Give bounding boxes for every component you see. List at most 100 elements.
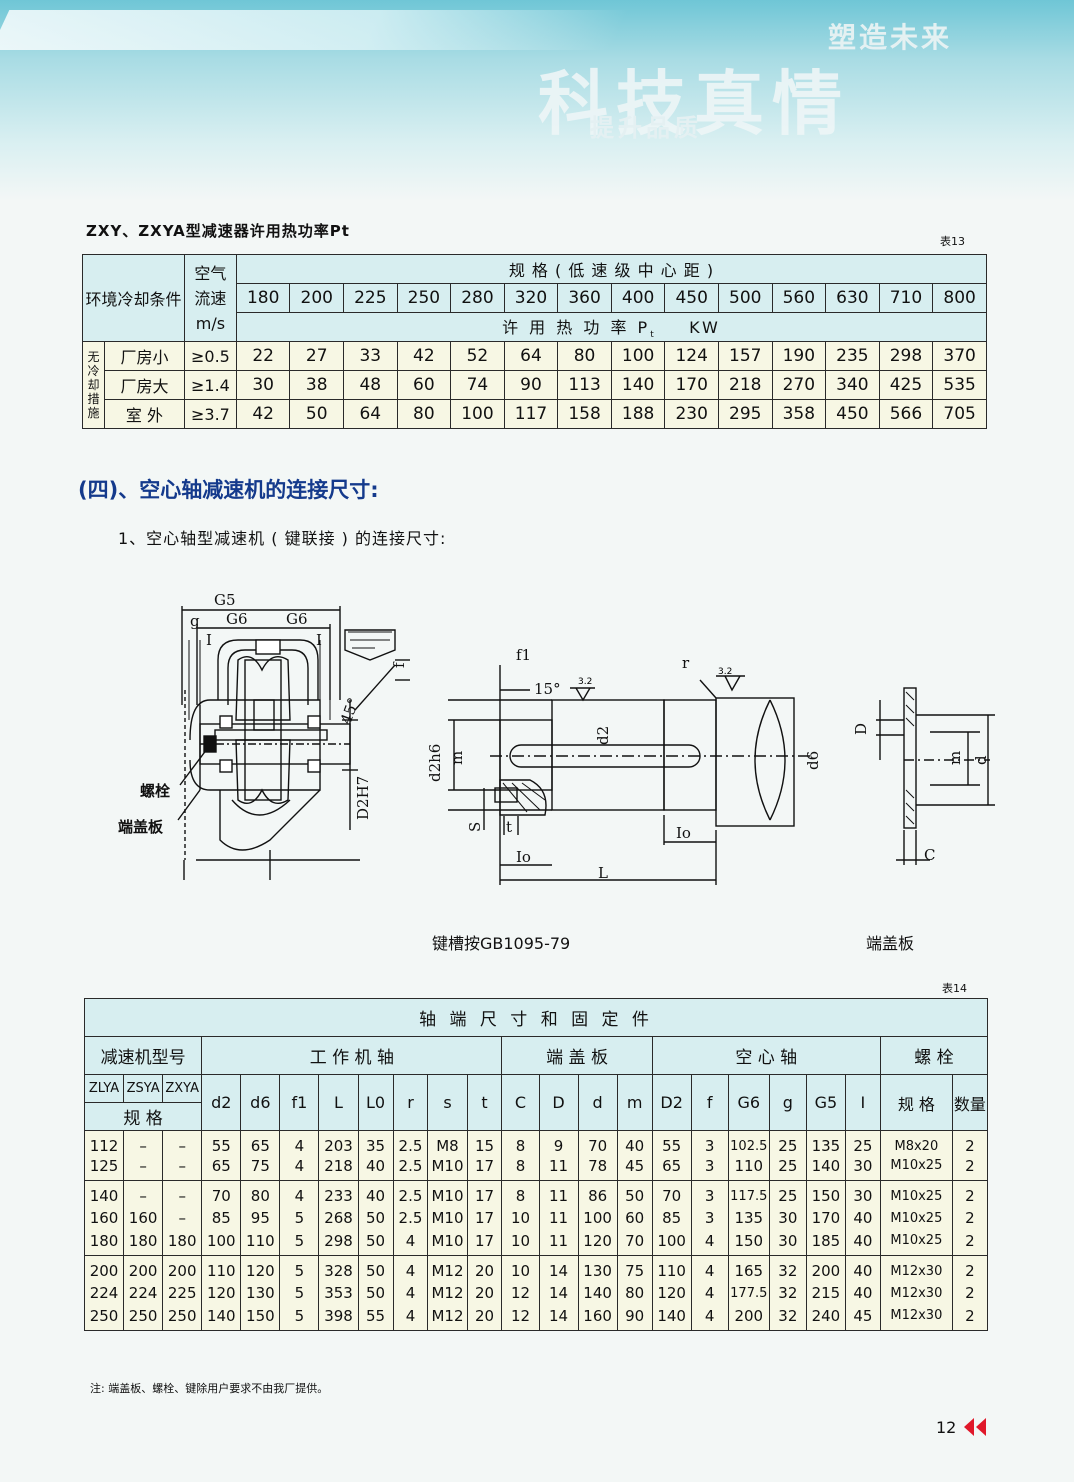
power-cell: 64	[343, 399, 398, 429]
data-cell: 268	[318, 1205, 359, 1231]
data-cell: 170	[805, 1205, 846, 1231]
data-cell: M12x30	[879, 1280, 953, 1306]
label-Io-left: Io	[516, 848, 531, 866]
data-cell: 50	[357, 1280, 394, 1306]
data-cell: 110	[727, 1155, 770, 1181]
col-header: D2	[651, 1074, 692, 1131]
data-cell: 30	[768, 1230, 807, 1256]
data-cell: M12	[427, 1305, 468, 1331]
size-225: 225	[343, 283, 398, 313]
label-m-right: m	[946, 751, 964, 765]
col-header: L	[318, 1074, 359, 1131]
data-cell: 17	[466, 1180, 503, 1206]
data-cell: 180	[83, 1230, 125, 1256]
data-cell: 225	[162, 1280, 203, 1306]
data-cell: 50	[357, 1230, 394, 1256]
data-cell: 3	[690, 1205, 729, 1231]
data-cell: 12	[501, 1305, 540, 1331]
data-cell: M12	[427, 1280, 468, 1306]
power-cell: 230	[664, 399, 719, 429]
data-cell: 70	[651, 1180, 692, 1206]
data-cell: 100	[201, 1230, 242, 1256]
label-g: g	[190, 612, 200, 630]
col-header: s	[427, 1074, 468, 1131]
data-cell: 110	[240, 1230, 281, 1256]
power-cell: 298	[878, 341, 934, 371]
data-cell: 25	[844, 1130, 881, 1156]
data-cell: M12x30	[879, 1255, 953, 1281]
data-cell: 78	[577, 1155, 618, 1181]
data-cell: 215	[805, 1280, 846, 1306]
data-cell: 20	[466, 1280, 503, 1306]
power-cell: 358	[771, 399, 827, 429]
col-header: d2	[201, 1074, 242, 1131]
data-cell: 5	[279, 1305, 320, 1331]
label-bolt: 螺栓	[140, 782, 170, 800]
data-cell: 55	[201, 1130, 242, 1156]
data-cell: 2.5	[392, 1205, 429, 1231]
power-cell: 64	[503, 341, 559, 371]
data-cell: 11	[538, 1205, 579, 1231]
data-cell: 120	[651, 1280, 692, 1306]
power-cell: 340	[825, 370, 880, 400]
data-cell: 110	[201, 1255, 242, 1281]
data-cell: 140	[83, 1180, 125, 1206]
data-cell: 200	[162, 1255, 203, 1281]
data-cell: 120	[577, 1230, 618, 1256]
data-cell: M10x25	[879, 1205, 953, 1231]
data-cell: 70	[201, 1180, 242, 1206]
data-cell: 130	[577, 1255, 618, 1281]
data-cell: 100	[651, 1230, 692, 1256]
col-header: C	[501, 1074, 540, 1131]
data-cell: 70	[577, 1130, 618, 1156]
data-cell: 2	[951, 1180, 989, 1206]
data-cell: 30	[844, 1180, 881, 1206]
data-cell: 130	[240, 1280, 281, 1306]
data-cell: 35	[357, 1130, 394, 1156]
data-cell: 4	[690, 1230, 729, 1256]
label-D: D	[852, 723, 870, 735]
data-cell: 328	[318, 1255, 359, 1281]
data-cell: 218	[318, 1155, 359, 1181]
spec-label: 规 格	[83, 1102, 203, 1131]
data-cell: –	[162, 1205, 203, 1231]
data-cell: 3	[690, 1130, 729, 1156]
slogan-top: 塑造未来	[828, 21, 953, 54]
power-cell: 270	[771, 370, 827, 400]
data-cell: 200	[727, 1305, 770, 1331]
power-cell: 52	[450, 341, 505, 371]
series-zxya: ZXYA	[162, 1074, 203, 1103]
data-cell: 250	[123, 1305, 164, 1331]
power-cell: 90	[503, 370, 559, 400]
header-model: 减速机型号	[83, 1036, 203, 1075]
power-cell: 190	[771, 341, 827, 371]
technical-drawing: g G5 G6 G6 I I f 45° 螺栓 端盖板 D2H7 f1 15° …	[118, 591, 995, 885]
label-d6: d6	[804, 751, 822, 770]
section-title: (四)、空心轴减速机的连接尺寸:	[78, 478, 379, 502]
power-cell: 60	[396, 370, 452, 400]
label-f1: f1	[516, 646, 531, 664]
data-cell: 32	[768, 1255, 807, 1281]
data-cell: 40	[357, 1155, 394, 1181]
data-cell: –	[162, 1155, 203, 1181]
label-r: r	[682, 654, 690, 672]
data-cell: 10	[501, 1255, 540, 1281]
data-cell: 11	[538, 1155, 579, 1181]
power-cell: 124	[664, 341, 719, 371]
data-cell: 65	[201, 1155, 242, 1181]
data-cell: 2.5	[392, 1180, 429, 1206]
data-cell: –	[123, 1180, 164, 1206]
data-cell: 15	[466, 1130, 503, 1156]
data-cell: 112	[83, 1130, 125, 1156]
data-cell: 32	[768, 1305, 807, 1331]
data-cell: 150	[805, 1180, 846, 1206]
data-cell: 298	[318, 1230, 359, 1256]
data-cell: 135	[805, 1130, 846, 1156]
power-cell: 80	[557, 341, 612, 371]
data-cell: 14	[538, 1255, 579, 1281]
data-cell: 240	[805, 1305, 846, 1331]
power-cell: 218	[717, 370, 773, 400]
data-cell: M10	[427, 1180, 468, 1206]
label-roughness-1: 3.2	[578, 677, 592, 687]
label-C: C	[924, 846, 935, 864]
